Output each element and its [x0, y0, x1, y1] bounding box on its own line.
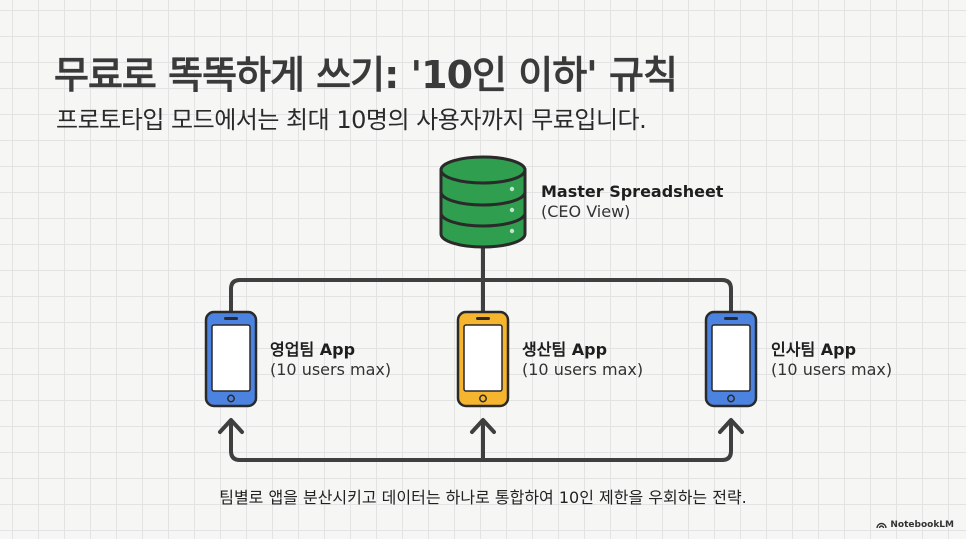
strategy-caption: 팀별로 앱을 분산시키고 데이터는 하나로 통합하여 10인 제한을 우회하는 … [219, 488, 747, 507]
phone-icon [204, 310, 258, 408]
database-top [439, 155, 527, 185]
master-spreadsheet-view: (CEO View) [541, 202, 631, 221]
phone-icon [704, 310, 758, 408]
top-connectors [229, 247, 733, 312]
production-app-name: 생산팀 App [522, 340, 608, 359]
page-subtitle: 프로토타입 모드에서는 최대 10명의 사용자까지 무료입니다. [56, 106, 647, 134]
page-title: 무료로 똑똑하게 쓰기: '10인 이하' 규칙 [54, 53, 678, 97]
database-led [509, 228, 515, 234]
database-icon [439, 155, 527, 249]
phone-icon [456, 310, 510, 408]
bottom-connectors [218, 418, 744, 462]
arrow-up-icon [470, 418, 496, 434]
notebooklm-logo-icon [876, 522, 888, 529]
production-app-limit: (10 users max) [522, 360, 644, 379]
arrow-up-icon [718, 418, 744, 434]
database-band [439, 212, 527, 228]
brand-label: NotebookLM [890, 520, 954, 530]
sales-app-limit: (10 users max) [270, 360, 392, 379]
database-body [439, 168, 527, 249]
database-band [439, 191, 527, 207]
sales-app-label: 영업팀 App (10 users max) [270, 340, 391, 380]
production-app-label: 생산팀 App (10 users max) [522, 340, 643, 380]
database-led [509, 186, 515, 192]
hr-app-limit: (10 users max) [771, 360, 893, 379]
arrow-up-icon [218, 418, 244, 434]
database-led [509, 207, 515, 213]
master-spreadsheet-name: Master Spreadsheet [541, 182, 724, 201]
master-spreadsheet-label: Master Spreadsheet (CEO View) [541, 182, 723, 222]
connector-master-to-hr [483, 278, 733, 312]
brand-watermark: NotebookLM [876, 520, 954, 530]
hr-app-name: 인사팀 App [771, 340, 857, 359]
sales-app-name: 영업팀 App [270, 340, 356, 359]
connector-master-to-sales [229, 278, 483, 312]
hr-app-label: 인사팀 App (10 users max) [771, 340, 892, 380]
